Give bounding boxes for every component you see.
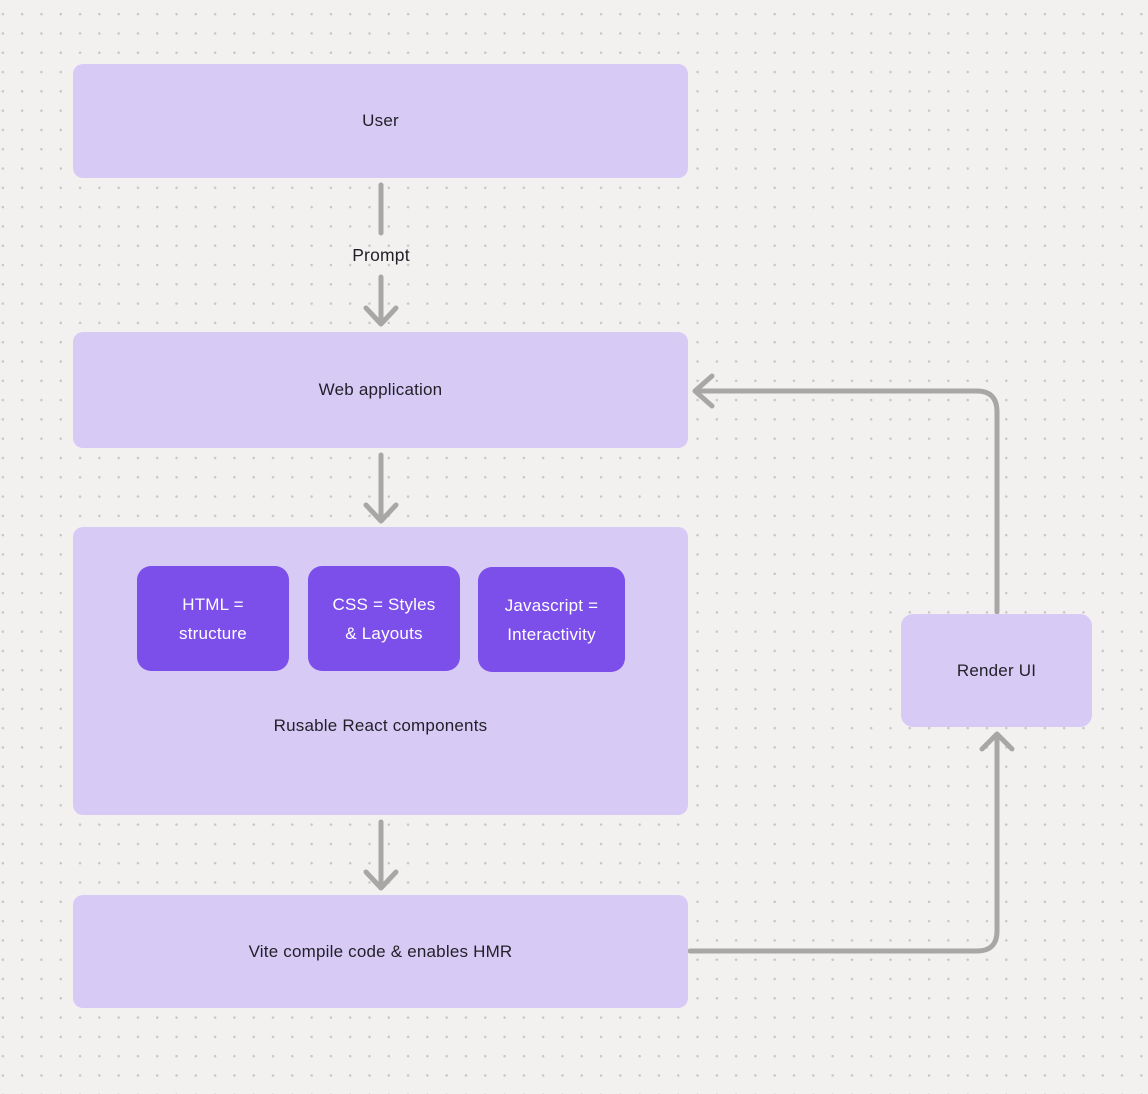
node-render-ui[interactable]: Render UI — [901, 614, 1092, 727]
node-javascript[interactable]: Javascript = Interactivity — [478, 567, 625, 672]
arrowhead-down-webapp-icon — [363, 305, 399, 327]
node-user[interactable]: User — [73, 64, 688, 178]
arrowhead-up-render-icon — [979, 731, 1015, 752]
edge-label-prompt: Prompt — [352, 245, 410, 265]
node-html-label: HTML = structure — [179, 594, 247, 643]
node-javascript-label: Javascript = Interactivity — [504, 595, 599, 644]
node-css[interactable]: CSS = Styles & Layouts — [308, 566, 460, 671]
node-vite-label: Vite compile code & enables HMR — [248, 941, 513, 961]
edge-render-to-webapp-line — [697, 388, 1000, 615]
arrowhead-left-webapp-icon — [692, 373, 715, 409]
components-group-label: Rusable React components — [273, 716, 488, 735]
node-web-application[interactable]: Web application — [73, 332, 688, 448]
node-vite[interactable]: Vite compile code & enables HMR — [73, 895, 688, 1008]
arrowhead-down-group-icon — [363, 502, 399, 524]
node-html[interactable]: HTML = structure — [137, 566, 289, 671]
edge-vite-to-render-line — [687, 737, 1000, 954]
node-render-ui-label: Render UI — [956, 660, 1037, 680]
arrowhead-down-vite-icon — [363, 869, 399, 891]
node-web-application-label: Web application — [318, 380, 443, 399]
node-user-label: User — [362, 111, 399, 130]
node-css-label: CSS = Styles & Layouts — [332, 594, 436, 643]
